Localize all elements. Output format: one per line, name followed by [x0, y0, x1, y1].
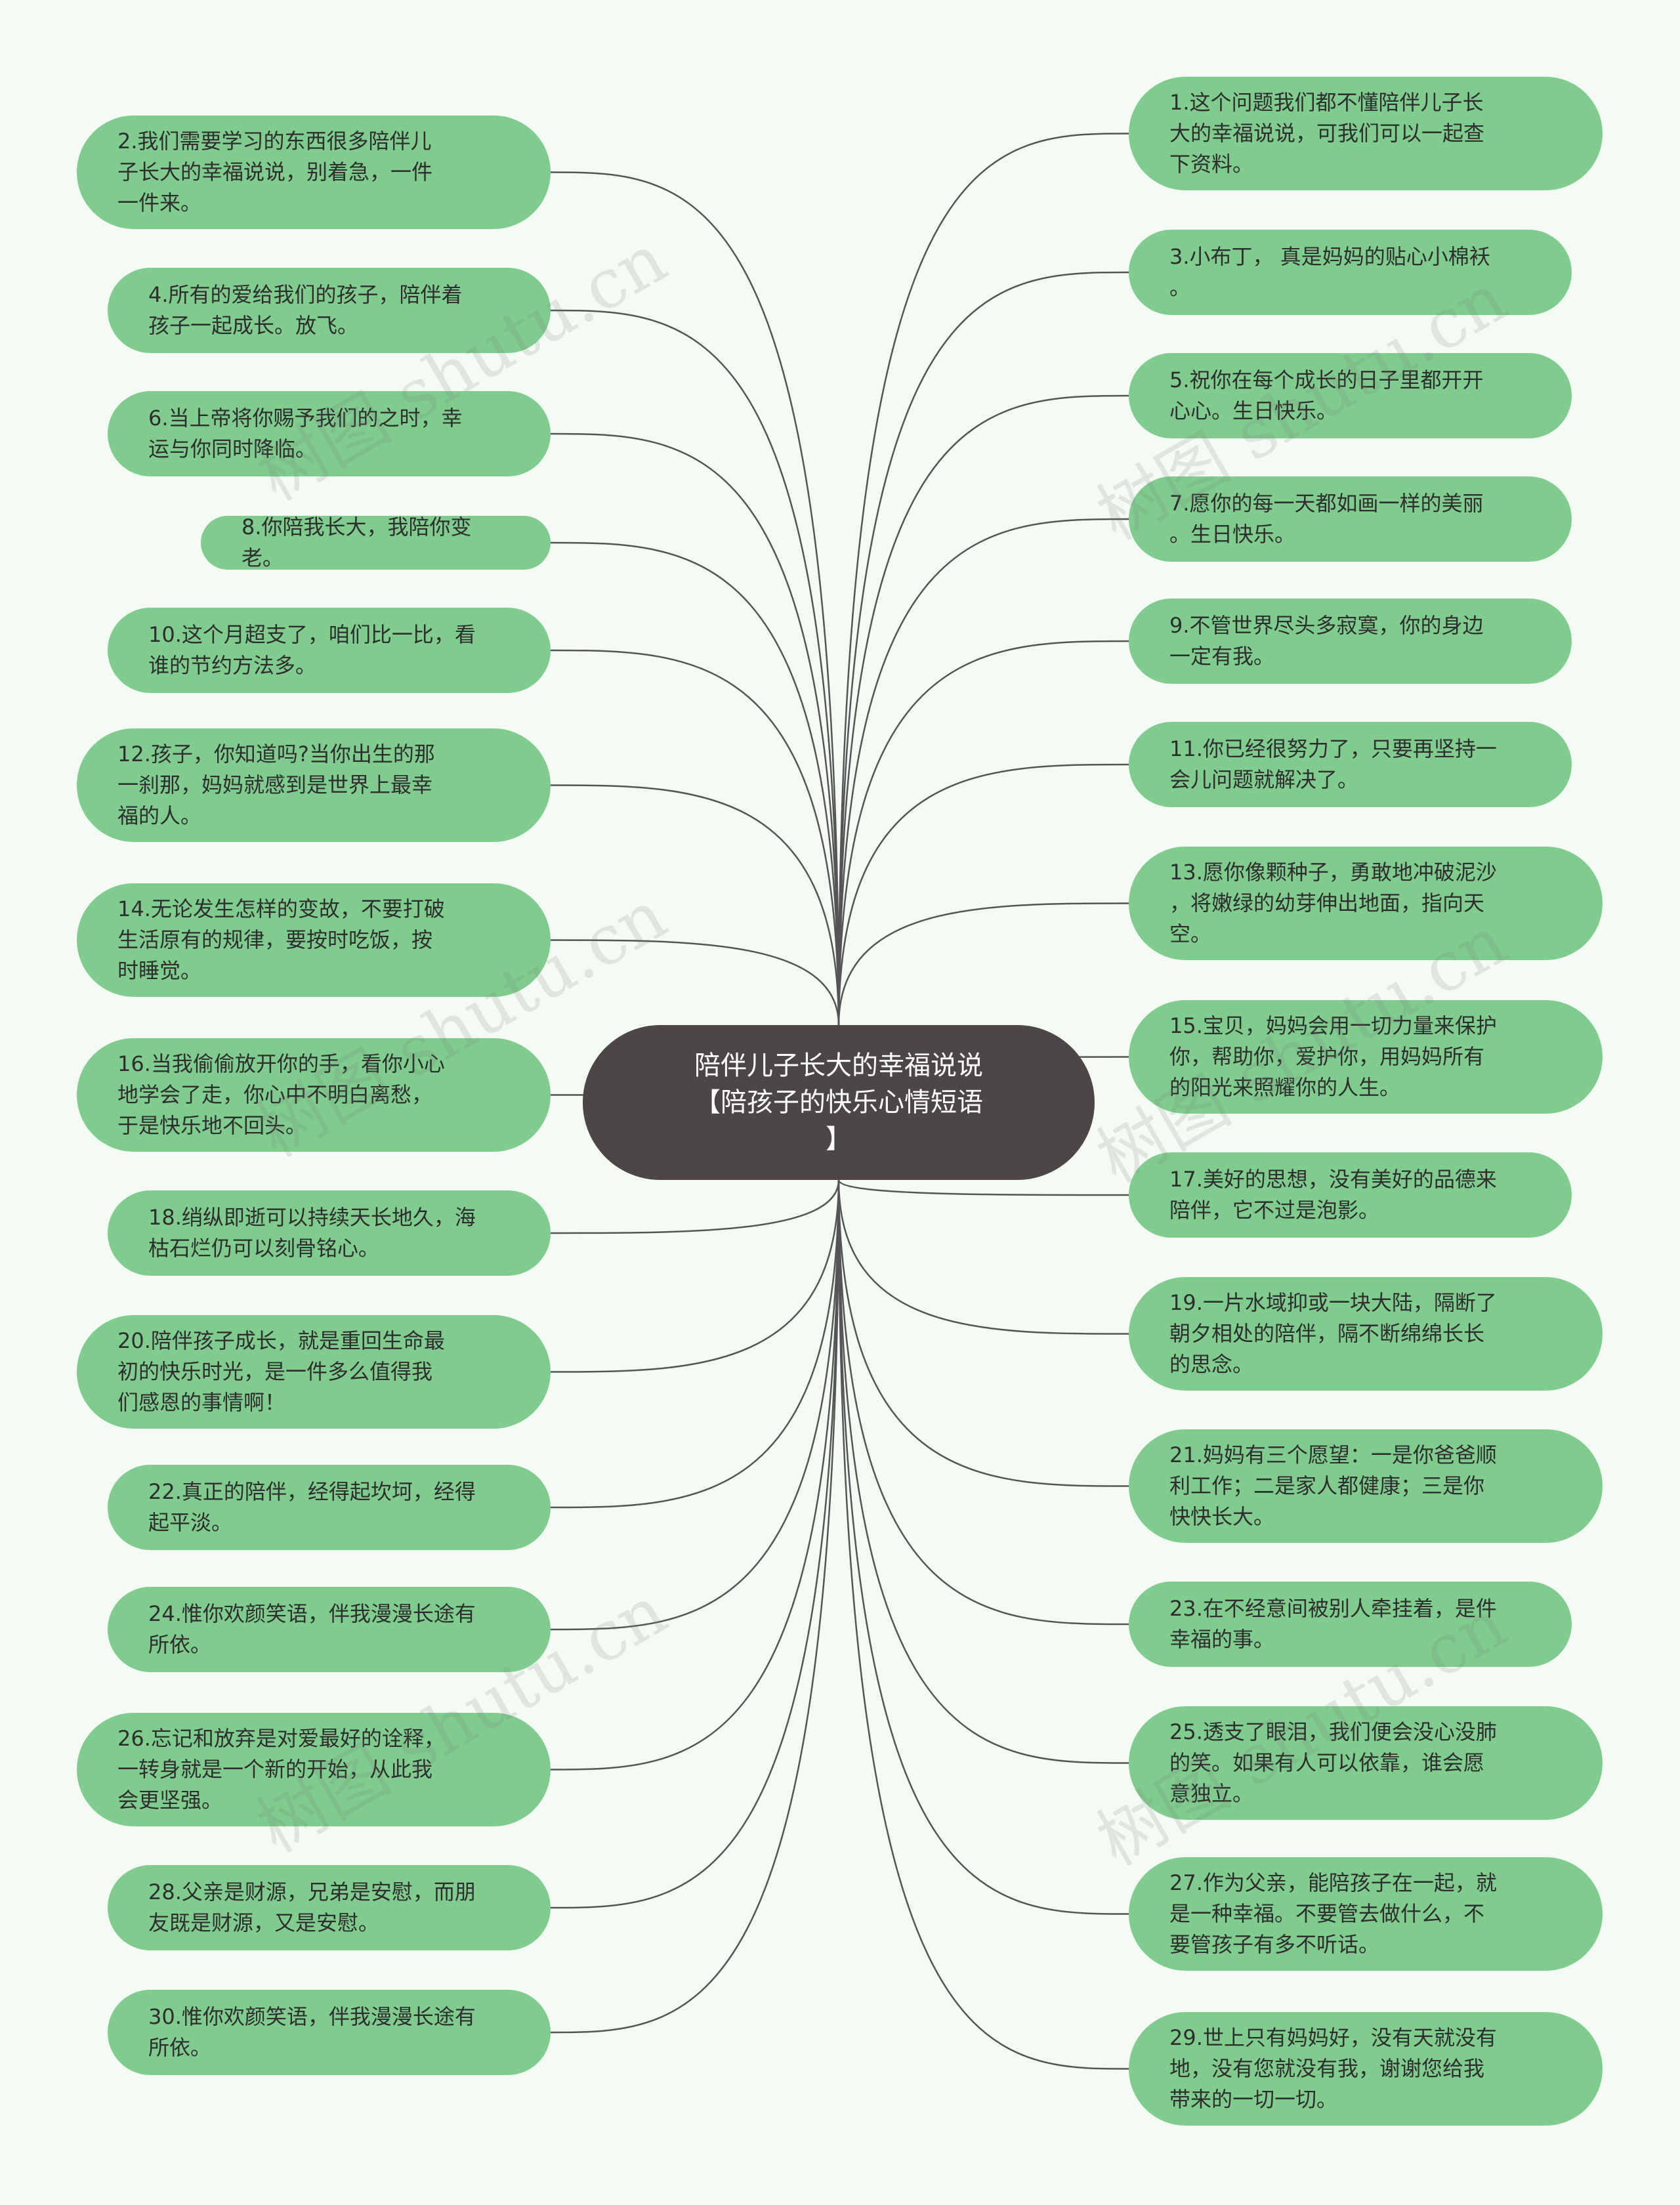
right-node[interactable]: 25.透支了眼泪，我们便会没心没肺 的笑。如果有人可以依靠，谁会愿 意独立。	[1129, 1706, 1603, 1820]
left-node[interactable]: 6.当上帝将你赐予我们的之时，幸 运与你同时降临。	[108, 391, 551, 476]
connector-line	[837, 1179, 1129, 1764]
connector-line	[837, 1179, 1129, 1196]
connector-line	[550, 1179, 840, 2034]
node-label: 19.一片水域抑或一块大陆，隔断了 朝夕相处的陪伴，隔不断绵绵长长 的思念。	[1169, 1290, 1497, 1377]
right-node[interactable]: 11.你已经很努力了，只要再坚持一 会儿问题就解决了。	[1129, 722, 1572, 807]
connector-line	[837, 1179, 1129, 1626]
right-node[interactable]: 27.作为父亲，能陪孩子在一起，就 是一种幸福。不要管去做什么，不 要管孩子有多…	[1129, 1857, 1603, 1971]
node-label: 13.愿你像颗种子，勇敢地冲破泥沙 ，将嫩绿的幼芽伸出地面，指向天 空。	[1169, 860, 1497, 946]
connector-line	[837, 763, 1129, 1026]
right-node[interactable]: 1.这个问题我们都不懂陪伴儿子长 大的幸福说说，可我们可以一起查 下资料。	[1129, 77, 1603, 190]
node-label: 27.作为父亲，能陪孩子在一起，就 是一种幸福。不要管去做什么，不 要管孩子有多…	[1169, 1870, 1497, 1957]
root-topic-label: 陪伴儿子长大的幸福说说 【陪孩子的快乐心情短语 】	[694, 1051, 983, 1154]
right-node[interactable]: 13.愿你像颗种子，勇敢地冲破泥沙 ，将嫩绿的幼芽伸出地面，指向天 空。	[1129, 847, 1603, 960]
right-node[interactable]: 17.美好的思想，没有美好的品德来 陪伴，它不过是泡影。	[1129, 1152, 1572, 1238]
node-label: 9.不管世界尽头多寂寞，你的身边 一定有我。	[1169, 613, 1484, 669]
connector-line	[837, 902, 1129, 1026]
left-node[interactable]: 28.父亲是财源，兄弟是安慰，而朋 友既是财源，又是安慰。	[108, 1865, 551, 1950]
connector-line	[837, 1179, 1129, 1915]
left-node[interactable]: 10.这个月超支了，咱们比一比，看 谁的节约方法多。	[108, 608, 551, 693]
connector-line	[837, 394, 1129, 1026]
node-label: 20.陪伴孩子成长，就是重回生命最 初的快乐时光，是一件多么值得我 们感恩的事情…	[117, 1328, 445, 1415]
node-label: 22.真正的陪伴，经得起坎坷，经得 起平淡。	[148, 1479, 476, 1535]
node-label: 10.这个月超支了，咱们比一比，看 谁的节约方法多。	[148, 622, 476, 678]
connector-line	[550, 541, 840, 1026]
node-label: 8.你陪我长大，我陪你变老。	[242, 514, 472, 570]
node-label: 1.这个问题我们都不懂陪伴儿子长 大的幸福说说，可我们可以一起查 下资料。	[1169, 90, 1485, 177]
left-node[interactable]: 14.无论发生怎样的变故，不要打破 生活原有的规律，要按时吃饭，按 时睡觉。	[77, 883, 551, 997]
node-label: 2.我们需要学习的东西很多陪伴儿 子长大的幸福说说，别着急，一件 一件来。	[117, 129, 433, 215]
connector-line	[837, 1179, 1129, 2070]
left-node[interactable]: 30.惟你欢颜笑语，伴我漫漫长途有 所依。	[108, 1990, 551, 2075]
left-node[interactable]: 16.当我偷偷放开你的手，看你小心 地学会了走，你心中不明白离愁， 于是快乐地不…	[77, 1038, 551, 1152]
node-label: 21.妈妈有三个愿望：一是你爸爸顺 利工作；二是家人都健康；三是你 快快长大。	[1169, 1442, 1497, 1529]
node-label: 30.惟你欢颜笑语，伴我漫漫长途有 所依。	[148, 2004, 476, 2060]
node-label: 7.愿你的每一天都如画一样的美丽 。生日快乐。	[1169, 491, 1484, 547]
left-node[interactable]: 2.我们需要学习的东西很多陪伴儿 子长大的幸福说说，别着急，一件 一件来。	[77, 116, 551, 229]
right-node[interactable]: 21.妈妈有三个愿望：一是你爸爸顺 利工作；二是家人都健康；三是你 快快长大。	[1129, 1429, 1603, 1543]
right-node[interactable]: 9.不管世界尽头多寂寞，你的身边 一定有我。	[1129, 598, 1572, 684]
connector-line	[550, 1179, 840, 1373]
connector-line	[837, 518, 1129, 1026]
right-node[interactable]: 29.世上只有妈妈好，没有天就没有 地，没有您就没有我，谢谢您给我 带来的一切一…	[1129, 2012, 1603, 2126]
left-node[interactable]: 18.绡纵即逝可以持续天长地久，海 枯石烂仍可以刻骨铭心。	[108, 1190, 551, 1276]
left-node[interactable]: 22.真正的陪伴，经得起坎坷，经得 起平淡。	[108, 1465, 551, 1550]
connector-line	[837, 640, 1129, 1026]
connector-line	[550, 1179, 840, 1631]
left-node[interactable]: 26.忘记和放弃是对爱最好的诠释， 一转身就是一个新的开始，从此我 会更坚强。	[77, 1713, 551, 1826]
node-label: 25.透支了眼泪，我们便会没心没肺 的笑。如果有人可以依靠，谁会愿 意独立。	[1169, 1719, 1497, 1806]
node-label: 26.忘记和放弃是对爱最好的诠释， 一转身就是一个新的开始，从此我 会更坚强。	[117, 1726, 445, 1813]
connector-line	[837, 1179, 1129, 1335]
node-label: 5.祝你在每个成长的日子里都开开 心心。生日快乐。	[1169, 368, 1484, 423]
connector-line	[837, 1179, 1129, 1487]
node-label: 6.当上帝将你赐予我们的之时，幸 运与你同时降临。	[148, 406, 463, 461]
right-node[interactable]: 7.愿你的每一天都如画一样的美丽 。生日快乐。	[1129, 476, 1572, 562]
right-node[interactable]: 15.宝贝，妈妈会用一切力量来保护 你，帮助你，爱护你，用妈妈所有 的阳光来照耀…	[1129, 1000, 1603, 1114]
left-node[interactable]: 20.陪伴孩子成长，就是重回生命最 初的快乐时光，是一件多么值得我 们感恩的事情…	[77, 1315, 551, 1429]
node-label: 18.绡纵即逝可以持续天长地久，海 枯石烂仍可以刻骨铭心。	[148, 1205, 476, 1261]
right-node[interactable]: 23.在不经意间被别人牵挂着，是件 幸福的事。	[1129, 1582, 1572, 1667]
node-label: 3.小布丁， 真是妈妈的贴心小棉袄 。	[1169, 244, 1490, 300]
connector-line	[837, 271, 1129, 1026]
connector-line	[550, 1179, 840, 1909]
connector-line	[550, 432, 840, 1026]
connector-line	[550, 649, 840, 1026]
left-node[interactable]: 12.孩子，你知道吗?当你出生的那 一刹那，妈妈就感到是世界上最幸 福的人。	[77, 728, 551, 842]
left-node[interactable]: 24.惟你欢颜笑语，伴我漫漫长途有 所依。	[108, 1587, 551, 1672]
node-label: 11.你已经很努力了，只要再坚持一 会儿问题就解决了。	[1169, 736, 1497, 792]
node-label: 15.宝贝，妈妈会用一切力量来保护 你，帮助你，爱护你，用妈妈所有 的阳光来照耀…	[1169, 1013, 1497, 1100]
node-label: 12.孩子，你知道吗?当你出生的那 一刹那，妈妈就感到是世界上最幸 福的人。	[117, 742, 435, 828]
connector-line	[837, 133, 1129, 1026]
right-node[interactable]: 5.祝你在每个成长的日子里都开开 心心。生日快乐。	[1129, 353, 1572, 438]
connector-line	[550, 784, 840, 1026]
node-label: 4.所有的爱给我们的孩子，陪伴着 孩子一起成长。放飞。	[148, 282, 463, 338]
node-label: 17.美好的思想，没有美好的品德来 陪伴，它不过是泡影。	[1169, 1167, 1497, 1223]
node-label: 24.惟你欢颜笑语，伴我漫漫长途有 所依。	[148, 1601, 476, 1657]
connector-line	[550, 1179, 840, 1509]
node-label: 28.父亲是财源，兄弟是安慰，而朋 友既是财源，又是安慰。	[148, 1880, 476, 1935]
root-topic[interactable]: 陪伴儿子长大的幸福说说 【陪孩子的快乐心情短语 】	[583, 1025, 1095, 1180]
node-label: 23.在不经意间被别人牵挂着，是件 幸福的事。	[1169, 1596, 1497, 1652]
connector-line	[550, 309, 840, 1026]
connector-line	[550, 939, 840, 1026]
left-node[interactable]: 8.你陪我长大，我陪你变老。	[201, 514, 551, 570]
right-node[interactable]: 19.一片水域抑或一块大陆，隔断了 朝夕相处的陪伴，隔不断绵绵长长 的思念。	[1129, 1277, 1603, 1391]
node-label: 16.当我偷偷放开你的手，看你小心 地学会了走，你心中不明白离愁， 于是快乐地不…	[117, 1051, 445, 1138]
connector-line	[550, 171, 840, 1026]
left-node[interactable]: 4.所有的爱给我们的孩子，陪伴着 孩子一起成长。放飞。	[108, 268, 551, 353]
connector-line	[550, 1179, 840, 1771]
node-label: 14.无论发生怎样的变故，不要打破 生活原有的规律，要按时吃饭，按 时睡觉。	[117, 896, 445, 983]
connector-line	[550, 1179, 840, 1234]
right-node[interactable]: 3.小布丁， 真是妈妈的贴心小棉袄 。	[1129, 230, 1572, 315]
node-label: 29.世上只有妈妈好，没有天就没有 地，没有您就没有我，谢谢您给我 带来的一切一…	[1169, 2025, 1497, 2112]
